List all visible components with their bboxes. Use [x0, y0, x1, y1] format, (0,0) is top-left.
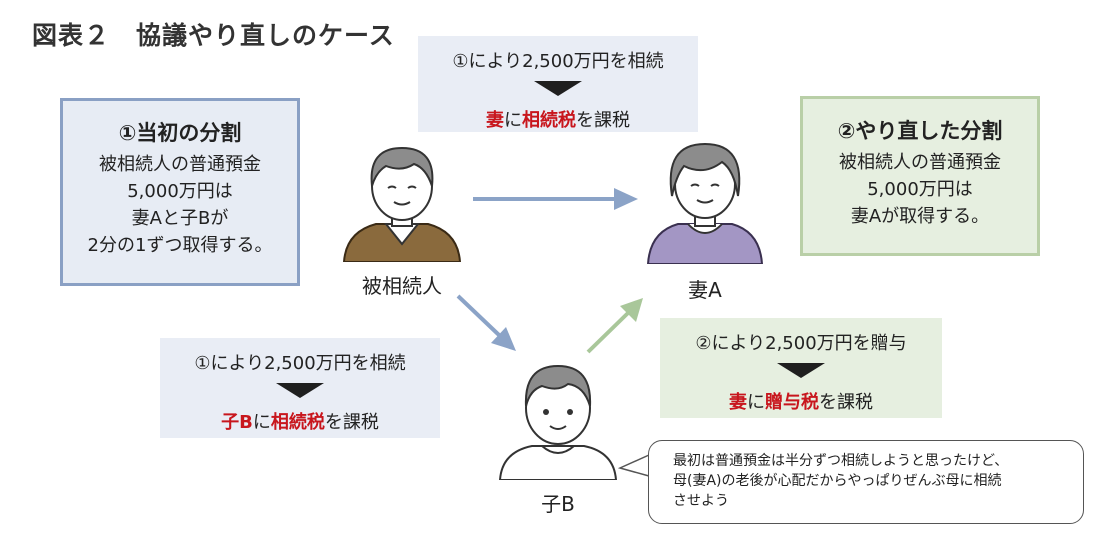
gift-tax-note: ②により2,500万円を贈与 妻に贈与税を課税	[660, 318, 942, 418]
redo-division-box: ②やり直した分割 被相続人の普通預金 5,000万円は 妻Aが取得する。	[800, 96, 1040, 256]
redo-division-line: 被相続人の普通預金	[839, 152, 1001, 173]
wife-avatar-icon	[646, 142, 764, 264]
note-tax-line: 妻に相続税を課税	[418, 106, 698, 132]
child-avatar-icon	[498, 364, 618, 480]
note-particle: に	[252, 412, 271, 433]
note-suffix: を課税	[324, 412, 379, 433]
inheritance-tax-child-note: ①により2,500万円を相続 子Bに相続税を課税	[160, 338, 440, 438]
down-triangle-icon	[534, 81, 582, 96]
original-division-title: ①当初の分割	[118, 121, 242, 145]
note-tax-type: 相続税	[270, 412, 325, 433]
original-division-box: ①当初の分割 被相続人の普通預金 5,000万円は 妻Aと子Bが 2分の1ずつ取…	[60, 98, 300, 286]
decedent-avatar-icon	[342, 146, 462, 262]
note-subject: 子B	[221, 412, 253, 433]
original-division-line: 被相続人の普通預金	[99, 154, 261, 175]
note-tax-type: 相続税	[522, 110, 576, 131]
original-division-line: 2分の1ずつ取得する。	[87, 235, 273, 256]
speech-bubble-tail-icon	[618, 454, 650, 477]
note-line: ①により2,500万円を相続	[194, 353, 406, 374]
original-division-line: 5,000万円は	[127, 181, 233, 202]
note-subject: 妻	[729, 392, 747, 413]
note-tax-line: 子Bに相続税を課税	[160, 408, 440, 434]
note-tax-line: 妻に贈与税を課税	[660, 388, 942, 414]
note-line: ②により2,500万円を贈与	[695, 333, 907, 354]
wife-label: 妻A	[688, 278, 722, 302]
inheritance-tax-wife-note: ①により2,500万円を相続 妻に相続税を課税	[418, 36, 698, 132]
redo-division-title: ②やり直した分割	[837, 119, 1003, 143]
arrow-decedent-to-wife	[473, 188, 638, 210]
arrow-decedent-to-child	[456, 294, 516, 351]
note-line: ①により2,500万円を相続	[452, 51, 664, 72]
down-triangle-icon	[777, 363, 825, 378]
page-title: 図表２ 協議やり直しのケース	[32, 21, 395, 50]
note-particle: に	[504, 110, 522, 131]
speech-line: 母(妻A)の老後が心配だからやっぱりぜんぶ母に相続	[673, 473, 1002, 489]
note-suffix: を課税	[576, 110, 630, 131]
decedent-label: 被相続人	[362, 274, 442, 298]
speech-bubble: 最初は普通預金は半分ずつ相続しようと思ったけど、 母(妻A)の老後が心配だからや…	[648, 440, 1084, 524]
note-particle: に	[747, 392, 765, 413]
note-tax-type: 贈与税	[765, 392, 819, 413]
speech-line: させよう	[673, 493, 729, 509]
child-label: 子B	[541, 492, 575, 516]
note-subject: 妻	[486, 110, 504, 131]
note-suffix: を課税	[819, 392, 873, 413]
arrow-child-to-wife	[586, 298, 643, 354]
down-triangle-icon	[276, 383, 324, 398]
speech-line: 最初は普通預金は半分ずつ相続しようと思ったけど、	[673, 453, 1009, 469]
redo-division-line: 妻Aが取得する。	[850, 206, 990, 227]
original-division-line: 妻Aと子Bが	[131, 208, 229, 229]
redo-division-line: 5,000万円は	[867, 179, 973, 200]
